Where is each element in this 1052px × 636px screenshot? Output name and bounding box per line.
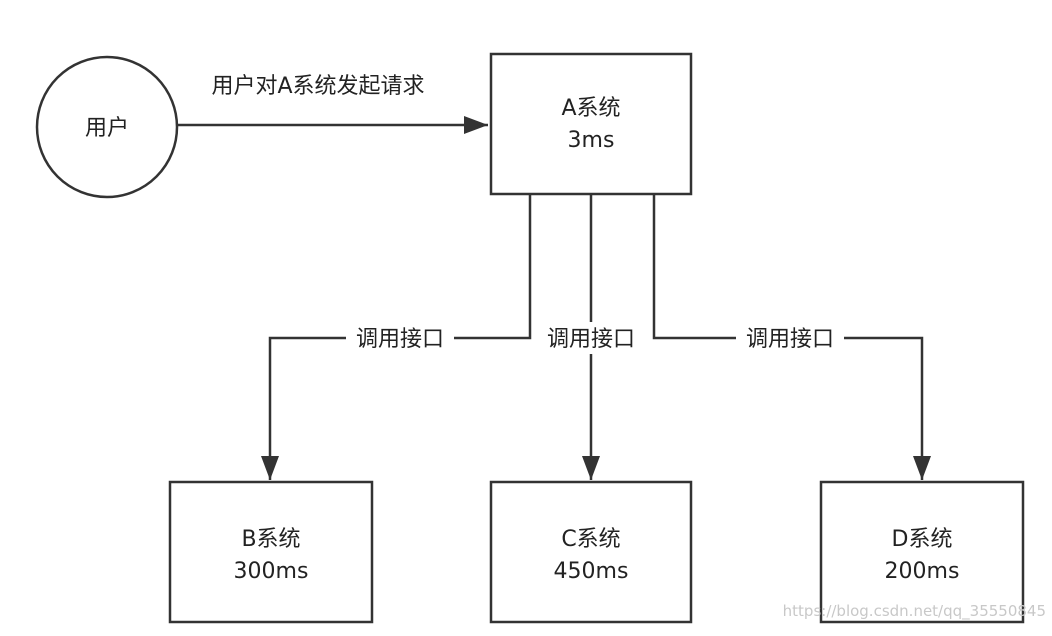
system-a-name: A系统	[561, 96, 620, 121]
system-d-box	[819, 480, 1025, 624]
system-b-name: B系统	[241, 527, 300, 552]
request-edge-label: 用户对A系统发起请求	[211, 74, 424, 99]
system-d-latency: 200ms	[885, 559, 960, 584]
call-label-b: 调用接口	[356, 327, 444, 352]
system-a-box	[489, 52, 693, 196]
system-a-latency: 3ms	[568, 128, 615, 153]
system-c-latency: 450ms	[554, 559, 629, 584]
user-node	[35, 55, 179, 199]
call-label-d: 调用接口	[746, 327, 834, 352]
watermark: https://blog.csdn.net/qq_35550845	[783, 602, 1046, 621]
system-c-name: C系统	[561, 527, 620, 552]
call-label-c: 调用接口	[547, 327, 635, 352]
system-d-name: D系统	[892, 527, 953, 552]
user-label: 用户	[85, 116, 129, 141]
system-c-box	[489, 480, 693, 624]
system-b-box	[168, 480, 374, 624]
system-b-latency: 300ms	[234, 559, 309, 584]
